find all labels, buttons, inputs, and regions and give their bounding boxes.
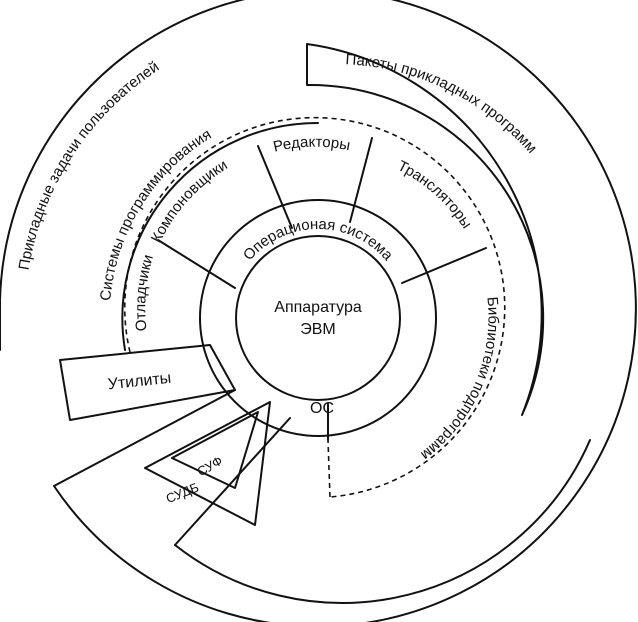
translators-label: Трансляторы <box>395 157 475 231</box>
hardware-label-line2: ЭВМ <box>300 321 336 338</box>
divider-linkers <box>157 239 236 289</box>
libraries-dashed-bottom <box>327 439 331 498</box>
lower-arc-connector <box>174 417 291 546</box>
hardware-core <box>235 235 401 401</box>
fms-boundary <box>171 411 259 489</box>
divider-translators-right <box>401 247 487 284</box>
editors-label: Редакторы <box>272 134 352 156</box>
programming-systems-label: Системы программирования <box>97 126 214 302</box>
packages-boundary <box>306 43 545 416</box>
libraries-label: Библиотеки подпрограмм <box>417 296 501 464</box>
os-ring-outer <box>199 199 437 437</box>
utilities-label: Утилиты <box>107 370 172 394</box>
dbms-label: СУДБ <box>164 480 201 507</box>
programming-tools-dashed-boundary <box>123 116 506 498</box>
divider-editors-left <box>257 145 293 229</box>
os-short-label: ОС <box>310 400 334 417</box>
debuggers-label: Отладчики <box>132 253 157 332</box>
user-tasks-label: Прикладные задачи пользователей <box>16 58 163 271</box>
utilities-boundary <box>59 344 236 421</box>
programming-systems-boundary <box>121 121 319 351</box>
divider-editors-right <box>349 137 373 223</box>
hardware-label-line1: Аппаратура <box>274 299 362 316</box>
lower-arc-boundary <box>174 439 591 604</box>
dbms-boundary <box>144 401 271 526</box>
